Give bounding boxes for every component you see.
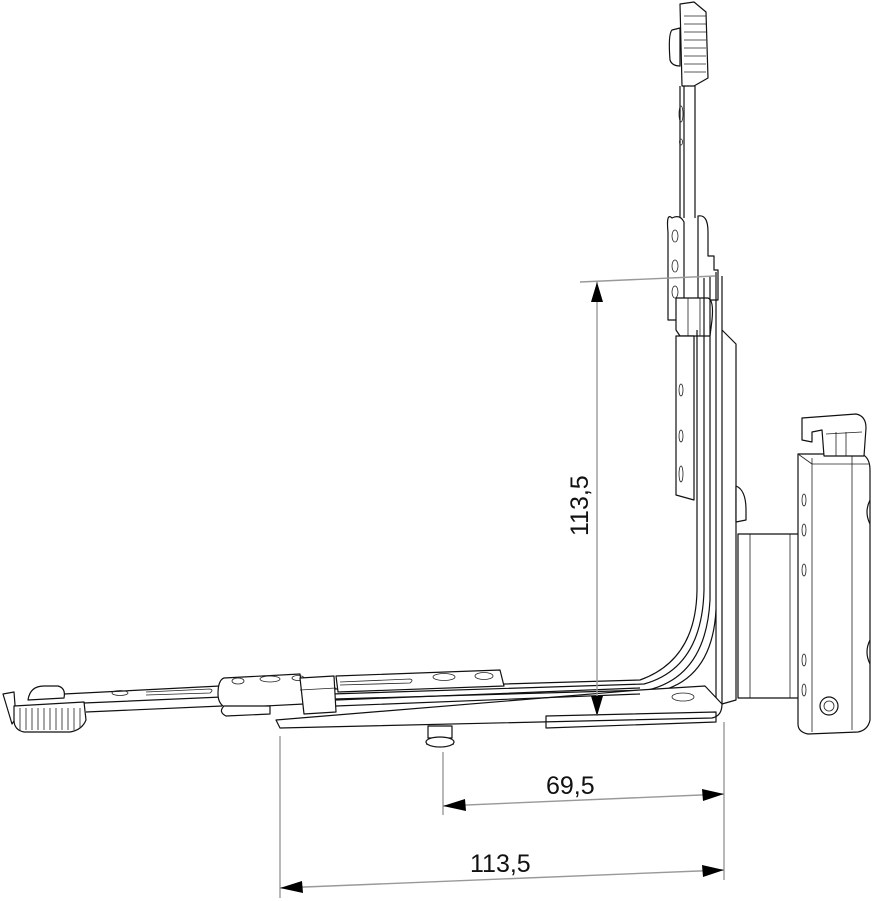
hinge-bracket bbox=[735, 413, 871, 735]
dimension-vertical bbox=[579, 275, 716, 716]
dimension-horizontal-inner bbox=[442, 722, 725, 880]
vertical-drive-rod bbox=[666, 1, 719, 501]
dimension-label-inner: 69,5 bbox=[546, 772, 595, 800]
dimension-horizontal-outer bbox=[279, 736, 725, 898]
dimension-label-vertical: 113,5 bbox=[566, 475, 594, 536]
corner-faceplate bbox=[275, 272, 737, 729]
horizontal-drive-rod bbox=[2, 669, 641, 748]
dimension-label-outer: 113,5 bbox=[470, 850, 531, 878]
